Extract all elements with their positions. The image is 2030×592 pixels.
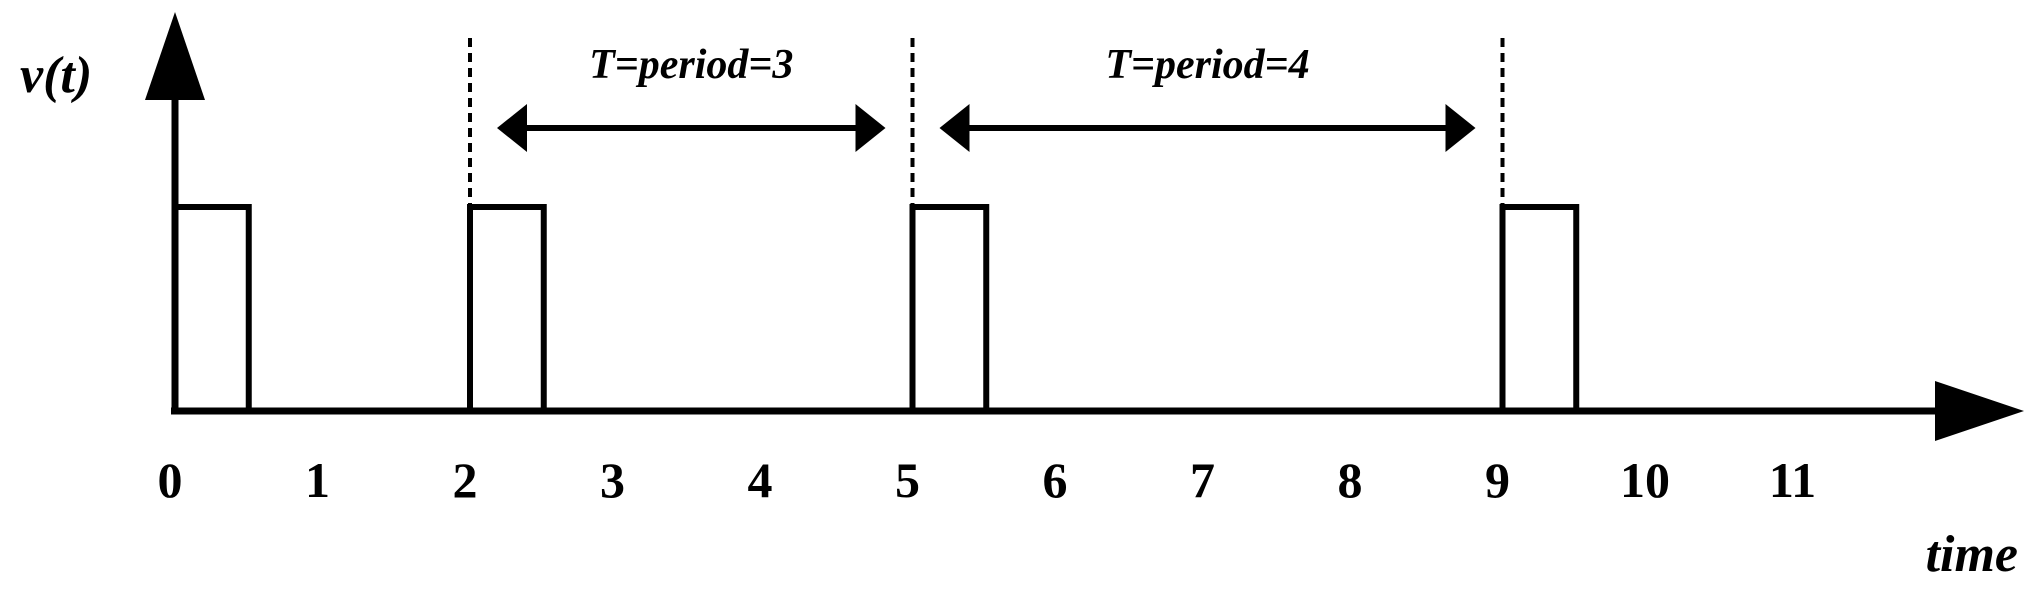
axes bbox=[171, 85, 1945, 415]
tick-label-10: 10 bbox=[1620, 452, 1670, 508]
period-arrowhead-left-1 bbox=[939, 104, 970, 152]
tick-label-9: 9 bbox=[1485, 452, 1510, 508]
tick-label-1: 1 bbox=[305, 452, 330, 508]
tick-label-3: 3 bbox=[600, 452, 625, 508]
tick-label-2: 2 bbox=[453, 452, 478, 508]
period-marker-group: T=period=3 T=period=4 bbox=[468, 38, 1505, 207]
tick-label-8: 8 bbox=[1338, 452, 1363, 508]
period-arrowhead-right-1 bbox=[1445, 104, 1476, 152]
pulse-0 bbox=[172, 204, 252, 411]
y-axis-arrowhead bbox=[145, 12, 205, 100]
period-arrowhead-right-0 bbox=[855, 104, 886, 152]
tick-label-5: 5 bbox=[895, 452, 920, 508]
tick-label-7: 7 bbox=[1190, 452, 1215, 508]
period-arrowhead-left-0 bbox=[497, 104, 527, 152]
tick-label-11: 11 bbox=[1769, 452, 1816, 508]
y-axis-label: v(t) bbox=[20, 47, 92, 104]
tick-label-4: 4 bbox=[748, 452, 773, 508]
tick-label-0: 0 bbox=[158, 452, 183, 508]
x-axis-label: time bbox=[1926, 526, 2018, 583]
pulse-3 bbox=[1499, 204, 1580, 411]
period-label-1: T=period=4 bbox=[1105, 42, 1309, 88]
period-label-0: T=period=3 bbox=[589, 42, 793, 88]
tick-label-group: 0 1 2 3 4 5 6 7 8 9 10 11 bbox=[158, 452, 1817, 508]
tick-label-6: 6 bbox=[1043, 452, 1068, 508]
pulse-2 bbox=[909, 204, 990, 411]
x-axis-arrowhead bbox=[1935, 381, 2024, 441]
pulse-1 bbox=[467, 204, 547, 411]
pulse-group bbox=[172, 204, 1580, 411]
